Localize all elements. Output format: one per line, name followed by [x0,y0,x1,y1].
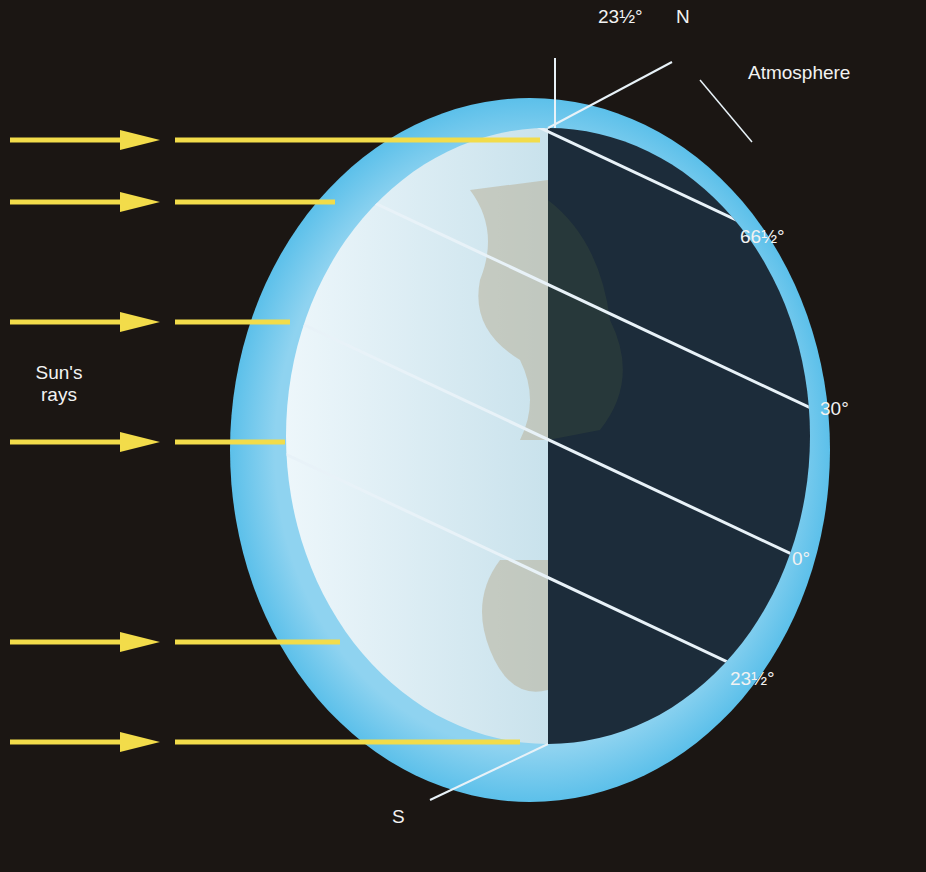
latitude-label: 66½° [740,226,785,248]
leader-line [700,80,752,142]
sun-rays [10,130,540,752]
latitude-label: 30° [820,398,849,420]
earth [200,0,900,760]
pole-label: N [676,6,690,28]
atmosphere-label: Atmosphere [748,62,850,84]
latitude-label: 0° [792,548,810,570]
pole-label: S [392,806,405,828]
angle-label: 23½° [598,6,643,28]
vertical-reference [554,58,556,128]
rays-label: Sun's rays [24,362,94,406]
axis-line [430,744,548,800]
latitude-label: 23½° [730,668,775,690]
axis-line [548,62,672,128]
